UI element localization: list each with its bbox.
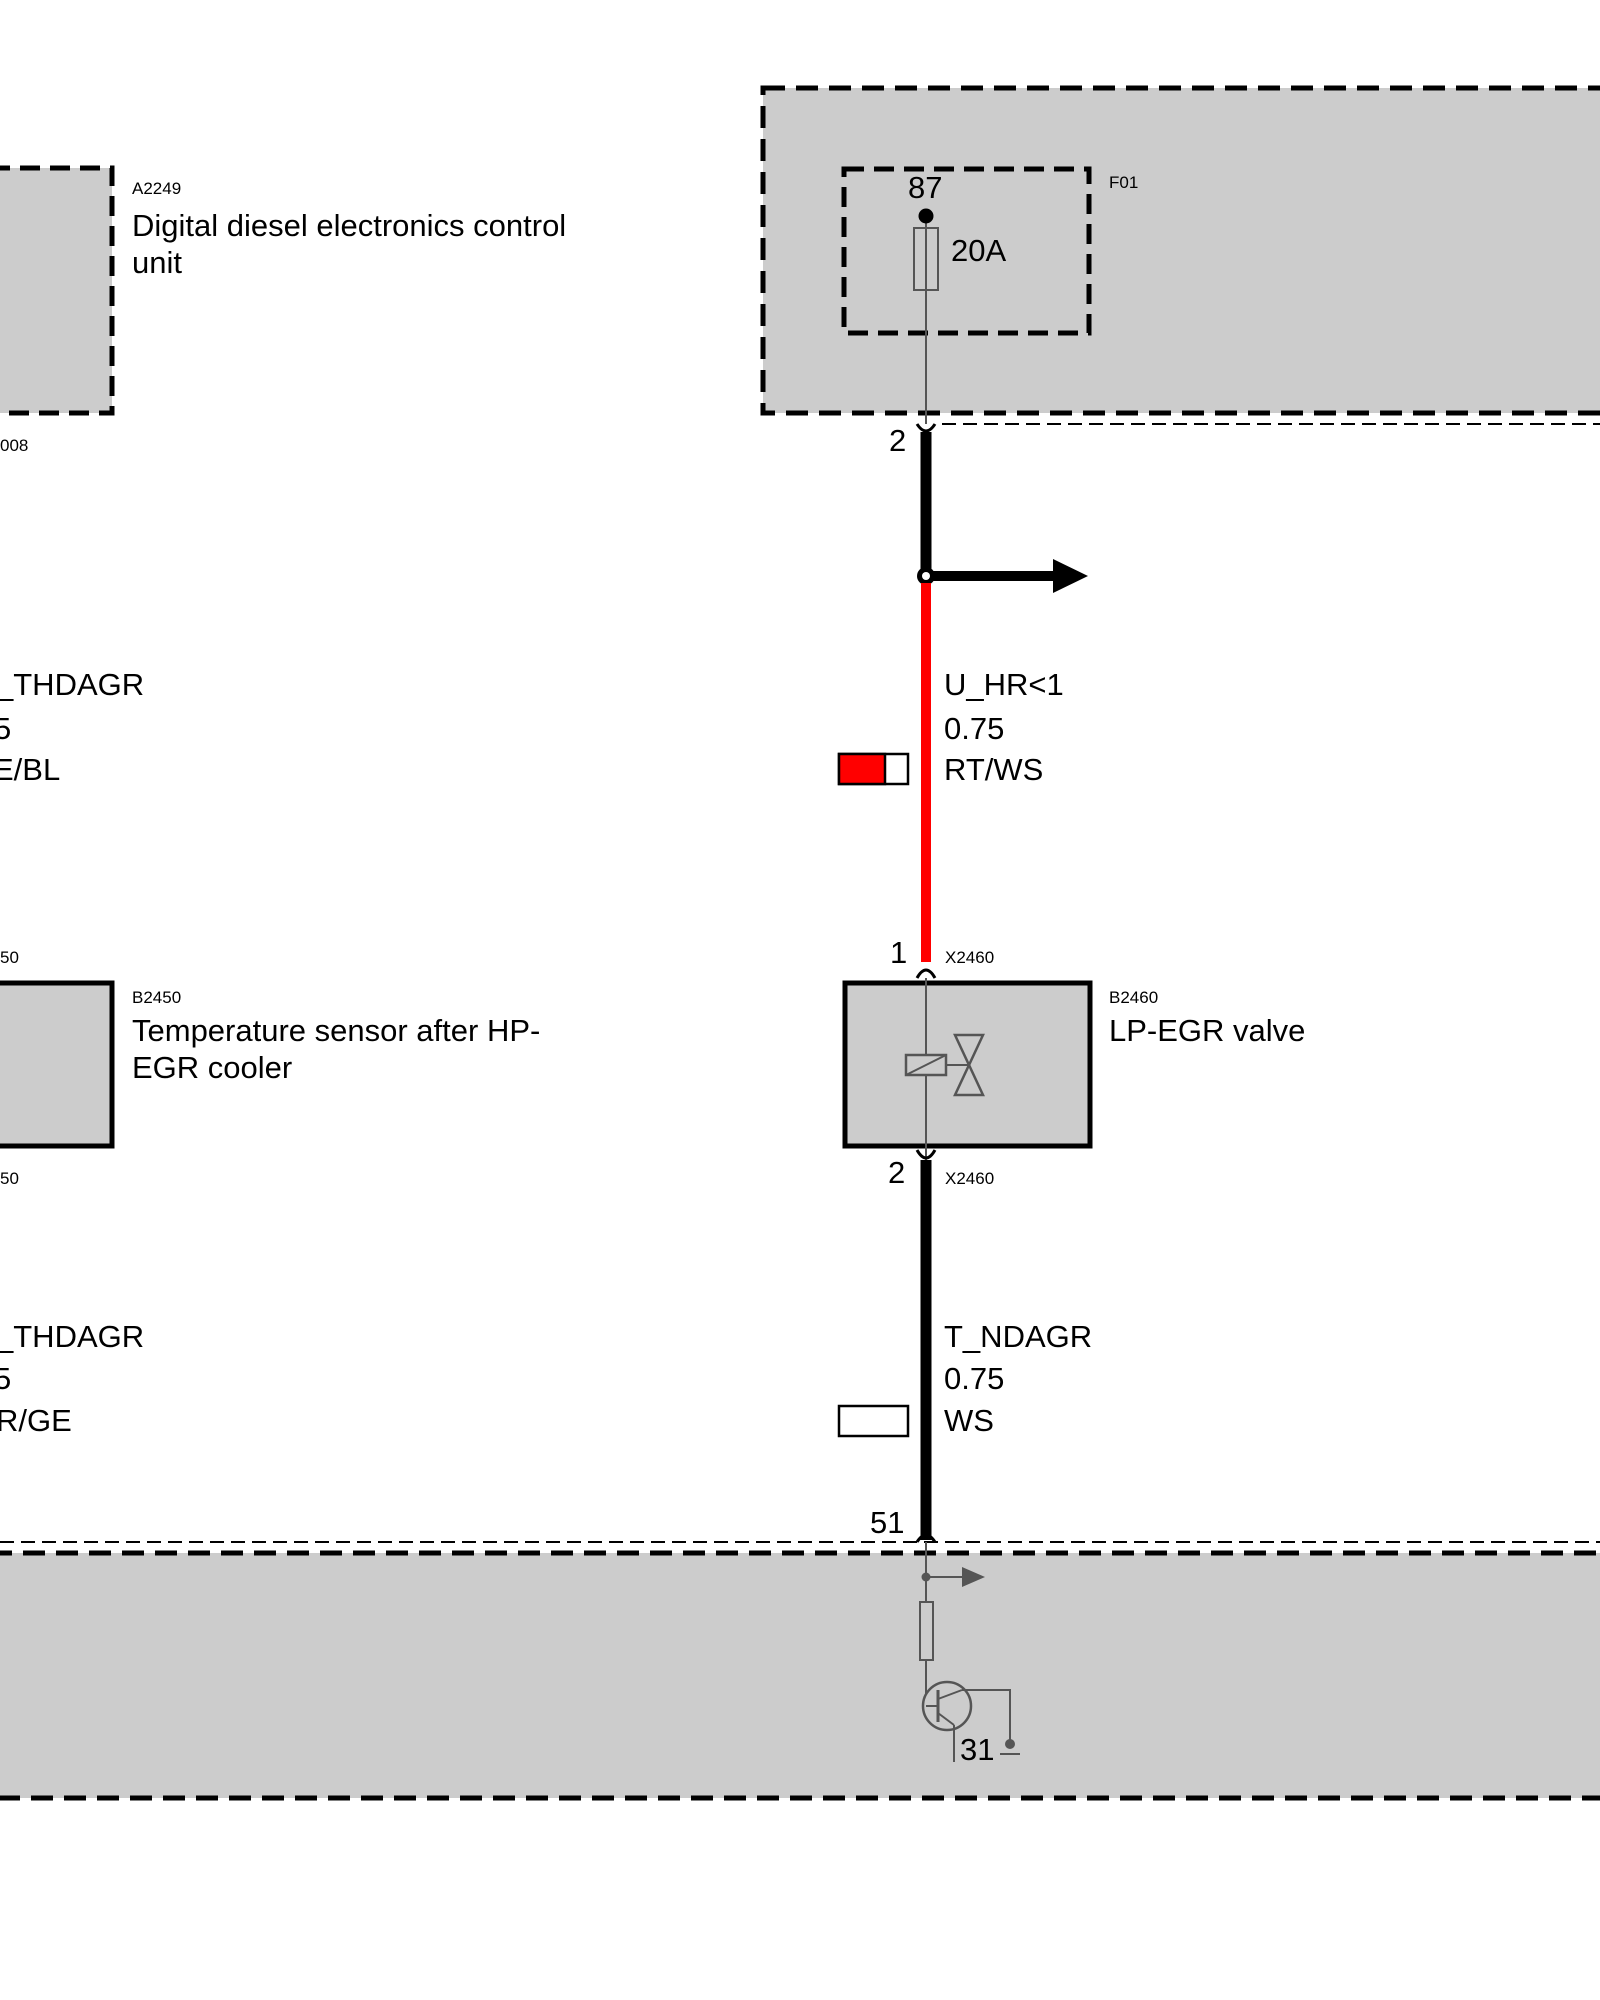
b2460-id: B2460 bbox=[1109, 988, 1158, 1007]
branch-arrow bbox=[917, 559, 1088, 593]
f01-fusebox bbox=[760, 85, 1600, 425]
b2450-connector-top: 50 bbox=[0, 948, 19, 967]
b2460-connector-bottom: X2460 bbox=[945, 1169, 994, 1188]
ground-31: 31 bbox=[960, 1732, 994, 1767]
b2450-connector-bottom: 50 bbox=[0, 1169, 19, 1188]
b2450-name-line2: EGR cooler bbox=[132, 1050, 292, 1085]
wire-right-upper-gauge: 0.75 bbox=[944, 711, 1004, 746]
a2249-name-line2: unit bbox=[132, 245, 182, 280]
wire-left-upper-gauge: 5 bbox=[0, 711, 11, 746]
f01-id: F01 bbox=[1109, 173, 1138, 192]
a2249-block bbox=[0, 165, 115, 416]
wire-right-lower-color: WS bbox=[944, 1403, 994, 1438]
b2450-id: B2450 bbox=[132, 988, 181, 1007]
f01-pin-2: 2 bbox=[889, 423, 906, 458]
b2460-name: LP-EGR valve bbox=[1109, 1013, 1305, 1048]
f01-terminal-87: 87 bbox=[908, 170, 942, 205]
wire-left-lower-gauge: 5 bbox=[0, 1361, 11, 1396]
a2249-id: A2249 bbox=[132, 179, 181, 198]
swatch-rt-ws bbox=[837, 752, 910, 786]
ecu-pin-51: 51 bbox=[870, 1505, 904, 1540]
swatch-ws bbox=[837, 1404, 910, 1438]
a2249-name-line1: Digital diesel electronics control bbox=[132, 208, 566, 243]
b2460-connector-top: X2460 bbox=[945, 948, 994, 967]
wire-left-upper-signal: _THDAGR bbox=[0, 667, 144, 702]
wire-right-lower-gauge: 0.75 bbox=[944, 1361, 1004, 1396]
b2460-pin-2: 2 bbox=[888, 1155, 905, 1190]
b2450-name-line1: Temperature sensor after HP- bbox=[132, 1013, 540, 1048]
b2450-block bbox=[0, 980, 115, 1149]
ecu-bottom-block bbox=[0, 1533, 1600, 1801]
wire-right-upper-color: RT/WS bbox=[944, 752, 1043, 787]
wire-right-upper-black bbox=[915, 423, 937, 576]
wire-right-upper-signal: U_HR<1 bbox=[944, 667, 1064, 702]
wire-left-lower-signal: _THDAGR bbox=[0, 1319, 144, 1354]
f01-rating: 20A bbox=[951, 233, 1006, 268]
b2460-pin-1: 1 bbox=[890, 935, 907, 970]
wire-left-lower-color: R/GE bbox=[0, 1403, 72, 1438]
wire-right-lower-signal: T_NDAGR bbox=[944, 1319, 1092, 1354]
a2249-connector-label: 008 bbox=[0, 436, 28, 455]
b2460-valve bbox=[842, 968, 1093, 1160]
wire-left-upper-color: E/BL bbox=[0, 752, 60, 787]
